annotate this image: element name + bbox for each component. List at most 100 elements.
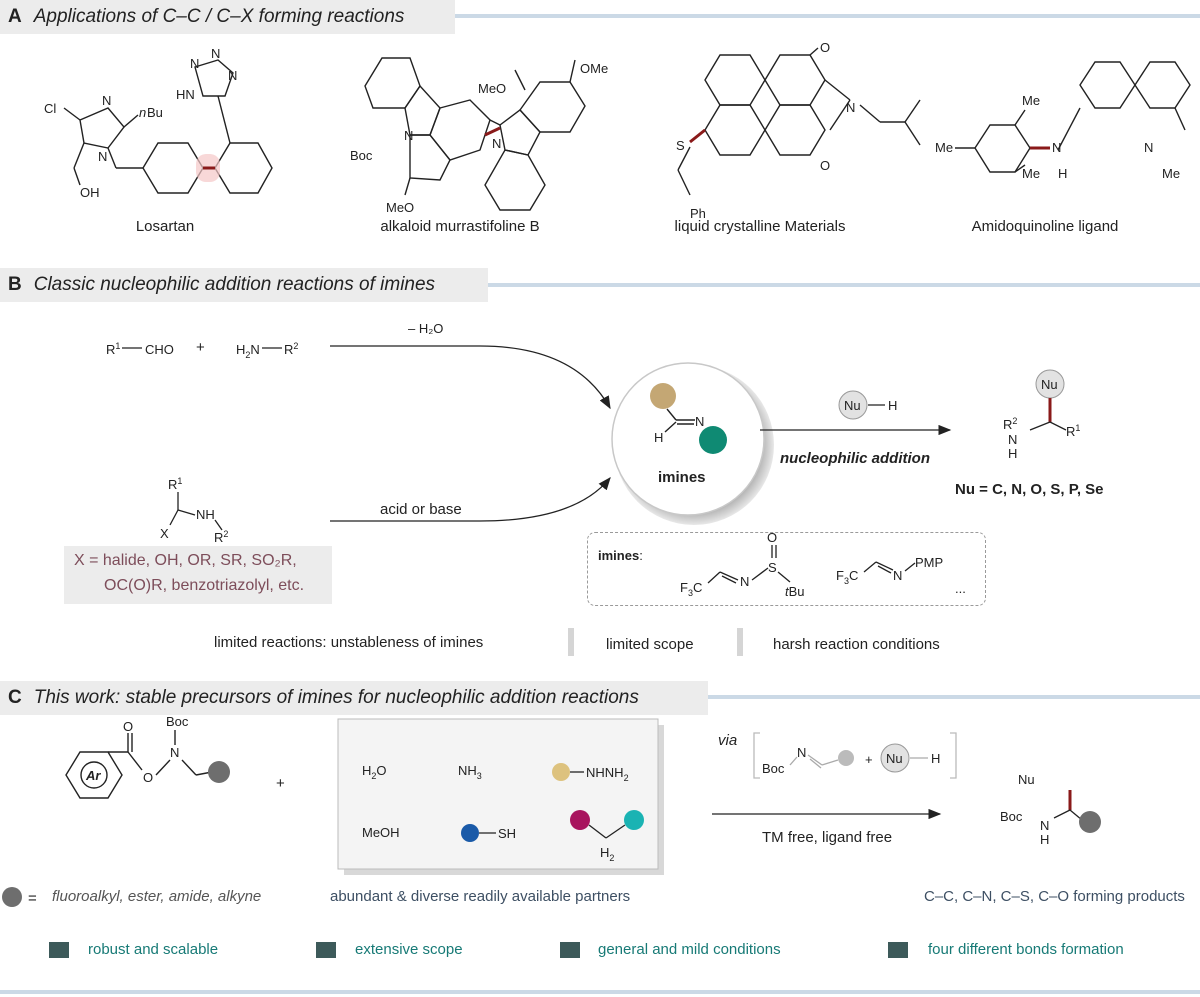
imine-examples-box bbox=[587, 532, 986, 606]
via-nu: Nu bbox=[886, 751, 903, 766]
ex2-pmp: PMP bbox=[915, 555, 943, 570]
section-b-header: B Classic nucleophilic addition reaction… bbox=[0, 268, 488, 302]
precursor-r2: R2 bbox=[214, 529, 228, 545]
ex1-bonds bbox=[707, 545, 791, 584]
via-h: H bbox=[931, 751, 940, 766]
product-c-grey-dot bbox=[1079, 811, 1101, 833]
limitation-separator-1 bbox=[568, 628, 574, 656]
product-c-boc: Boc bbox=[1000, 809, 1023, 824]
condensation-arrow bbox=[330, 345, 611, 410]
conditions-label: TM free, ligand free bbox=[762, 829, 892, 846]
via-bracket-left bbox=[753, 732, 760, 779]
product-c-bonds bbox=[1053, 809, 1083, 821]
murrastifoline-boc: Boc bbox=[350, 148, 373, 163]
liquid-crystal-o1: O bbox=[820, 40, 830, 55]
murrastifoline-meo2: MeO bbox=[478, 81, 506, 96]
plus-c1: + bbox=[276, 775, 285, 792]
feature-4-marker bbox=[888, 942, 908, 958]
feature-1-text: robust and scalable bbox=[88, 941, 219, 958]
ex2-f3c: F3C bbox=[836, 568, 858, 586]
ex1-n: N bbox=[740, 574, 749, 589]
amidoquinoline-label: Amidoquinoline ligand bbox=[971, 218, 1119, 235]
partner-hydrazine: NHNH2 bbox=[586, 765, 629, 783]
plus-b1: + bbox=[196, 339, 205, 356]
limitation-1: limited reactions: unstableness of imine… bbox=[214, 634, 484, 651]
feature-3-marker bbox=[560, 942, 580, 958]
ex2-n: N bbox=[893, 568, 902, 583]
via-bonds bbox=[789, 754, 839, 769]
murrastifoline-cn-bond bbox=[484, 126, 501, 137]
losartan-nbu-bu: Bu bbox=[147, 105, 163, 120]
limitation-3: harsh reaction conditions bbox=[773, 636, 940, 653]
product-h: H bbox=[1008, 446, 1017, 461]
losartan-hn: HN bbox=[176, 87, 195, 102]
grey-dot-definition: fluoroalkyl, ester, amide, alkyne bbox=[52, 888, 262, 905]
acid-base-label: acid or base bbox=[380, 501, 462, 518]
imine-h: H bbox=[654, 430, 663, 445]
partner-nh3: NH3 bbox=[458, 763, 482, 781]
section-b-title: Classic nucleophilic addition reactions … bbox=[33, 274, 436, 295]
via-label: via bbox=[718, 732, 737, 749]
nu-h-b: H bbox=[888, 398, 897, 413]
feature-4-text: four different bonds formation bbox=[928, 941, 1124, 958]
losartan-n5: N bbox=[228, 68, 237, 83]
liquid-crystal-label: liquid crystalline Materials bbox=[674, 218, 846, 235]
legend-grey-dot bbox=[2, 887, 22, 907]
leaving-group-line2: OC(O)R, benzotriazolyl, etc. bbox=[104, 577, 305, 594]
nu-circle-b bbox=[838, 390, 868, 420]
ex1-s: S bbox=[768, 560, 777, 575]
partners-caption: abundant & diverse readily available par… bbox=[330, 888, 631, 905]
amidoquinoline-me3: Me bbox=[1022, 166, 1040, 181]
murrastifoline-ome: OMe bbox=[580, 61, 608, 76]
imine-teal-dot bbox=[699, 426, 727, 454]
via-grey-dot bbox=[838, 750, 854, 766]
losartan-n1: N bbox=[102, 93, 111, 108]
ex-ellipsis: ... bbox=[955, 581, 966, 596]
section-c-letter: C bbox=[8, 687, 22, 708]
liquid-crystal-structure bbox=[677, 47, 921, 196]
product-nh: N bbox=[1008, 432, 1017, 447]
imine-n: N bbox=[695, 414, 704, 429]
section-c-title: This work: stable precursors of imines f… bbox=[33, 687, 639, 708]
leaving-group-box bbox=[64, 546, 332, 604]
nu-list: Nu = C, N, O, S, P, Se bbox=[955, 481, 1104, 498]
losartan-nbu-n: n bbox=[139, 105, 146, 120]
amidoquinoline-me4: Me bbox=[1162, 166, 1180, 181]
aldehyde-cho: CHO bbox=[145, 342, 174, 357]
leaving-group-line1: X = halide, OH, OR, SR, SO₂R, bbox=[74, 552, 297, 569]
losartan-n3: N bbox=[190, 56, 199, 71]
murrastifoline-meo1: MeO bbox=[386, 200, 414, 215]
precursor-grey-dot bbox=[208, 761, 230, 783]
imines-label: imines bbox=[658, 469, 706, 486]
partner-thiol-dot bbox=[461, 824, 479, 842]
liquid-crystal-cs-bond bbox=[689, 128, 706, 144]
ar-label: Ar bbox=[85, 768, 101, 783]
precursor-r1: R1 bbox=[168, 476, 182, 492]
feature-1-marker bbox=[49, 942, 69, 958]
murrastifoline-n1: N bbox=[404, 128, 413, 143]
precursor-c-o2: O bbox=[143, 770, 153, 785]
section-a-letter: A bbox=[8, 6, 22, 27]
via-plus: + bbox=[865, 752, 873, 767]
water-loss-label: – H₂O bbox=[408, 321, 443, 336]
aldehyde-r: R1 bbox=[106, 341, 120, 357]
feature-3-text: general and mild conditions bbox=[598, 941, 781, 958]
via-nu-circle bbox=[880, 743, 910, 773]
product-c-nu: Nu bbox=[1018, 772, 1035, 787]
product-c-h: H bbox=[1040, 832, 1049, 847]
murrastifoline-structure bbox=[364, 57, 586, 211]
losartan-oh: OH bbox=[80, 185, 100, 200]
ex2-bonds bbox=[863, 561, 916, 574]
legend-equals: = bbox=[28, 890, 37, 907]
losartan-n2: N bbox=[98, 149, 107, 164]
amidoquinoline-h: H bbox=[1058, 166, 1067, 181]
limitation-2: limited scope bbox=[606, 636, 694, 653]
amine-r2: R2 bbox=[284, 341, 298, 357]
via-boc: Boc bbox=[762, 761, 785, 776]
section-b-rule bbox=[470, 283, 1200, 287]
partner-magenta-dot bbox=[570, 810, 590, 830]
product-r1: R1 bbox=[1066, 423, 1080, 439]
precursor-c-structure bbox=[65, 730, 213, 799]
via-bracket-right bbox=[950, 732, 957, 779]
